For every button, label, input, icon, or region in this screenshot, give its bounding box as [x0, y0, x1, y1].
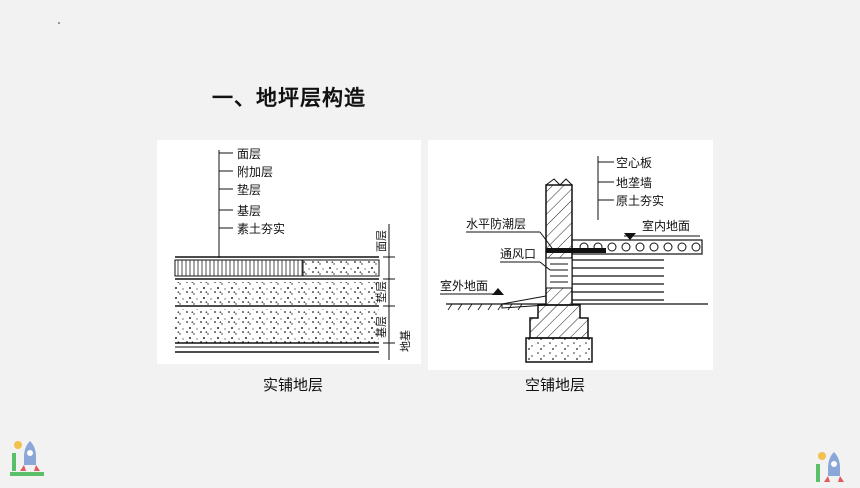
- callout-hollow-slab: 空心板: [616, 156, 652, 170]
- callout-sleeper-wall: 地垄墙: [616, 176, 652, 190]
- caption-solid-floor: 实铺地层: [263, 376, 324, 394]
- label-outdoor-ground: 室外地面: [440, 278, 488, 293]
- dim-foundation: 地基: [399, 330, 412, 352]
- callout-surface: 面层: [237, 147, 261, 161]
- callout-base: 基层: [237, 204, 261, 218]
- label-vent: 通风口: [500, 247, 536, 261]
- stray-dot: [58, 22, 60, 24]
- page-title: 一、地坪层构造: [212, 86, 366, 110]
- rocket-decoration-icon: [10, 437, 44, 481]
- hollow-floor-diagram: 空心板 地垄墙 原土夯实 室内地面 水平防潮层 通风口 室外地面: [428, 140, 713, 370]
- dim-cushion: 垫层: [374, 281, 388, 303]
- dim-surface: 面层: [375, 230, 388, 252]
- label-indoor-ground: 室内地面: [642, 218, 690, 233]
- label-damp-course: 水平防潮层: [466, 216, 526, 231]
- solid-floor-diagram: 面层 附加层 垫层 基层 素土夯实 面层 垫层 基层 地基: [157, 140, 421, 364]
- callout-extra: 附加层: [237, 165, 273, 179]
- rocket-decoration-icon: [814, 448, 848, 488]
- dim-base: 基层: [375, 316, 388, 338]
- callout-rammed-soil: 原土夯实: [616, 193, 664, 208]
- caption-hollow-floor: 空铺地层: [525, 376, 586, 394]
- callout-soil: 素土夯实: [237, 221, 285, 236]
- callout-cushion: 垫层: [237, 182, 261, 197]
